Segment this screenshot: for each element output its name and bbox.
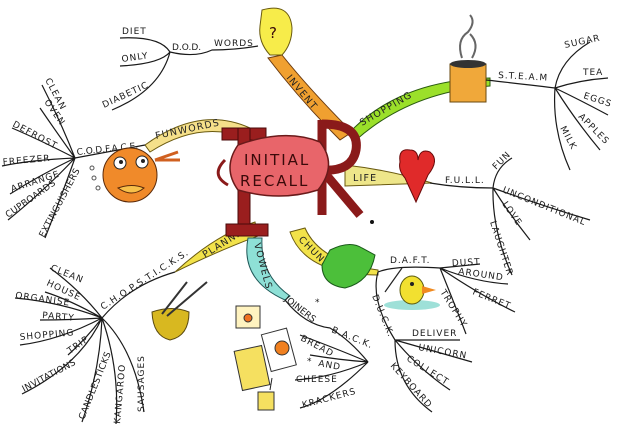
daft-label: D.A.F.T. [390,256,431,266]
codface-lines [1,84,146,239]
chopsticks-item: INVITATIONS [21,358,78,395]
chopsticks-label: C.H.O.P.S.T.I.C.K.S. [99,248,191,312]
funwords-label: FUNWORDS [154,117,221,141]
chopsticks-item: PARTY [42,311,75,324]
back-item: AND [317,359,341,373]
arrow-icon [384,267,403,293]
daft-item: DUST [452,258,481,269]
full-lines [429,157,591,276]
dod-words: WORDS [214,39,254,49]
chopsticks-item: SHOPPING [19,328,74,343]
dod-item: DIABETIC [101,81,151,111]
steam-lines [485,41,609,171]
steaming-cup-icon [449,14,487,103]
steam-item: SUGAR [564,34,602,51]
full-label: F.U.L.L. [445,176,485,186]
back-item: CHEESE [296,375,338,385]
dod-item: ONLY [121,51,149,65]
steam-item: MILK [557,125,578,152]
duck-item: UNICORN [417,343,467,361]
steam-item: EGGS [582,91,613,110]
chopsticks-item: SAUSAGES [137,355,147,412]
lightbulb-icon: ? [259,7,293,56]
green-blob-icon [321,244,376,289]
center-line2: RECALL [240,172,309,190]
dot-icon [370,220,374,224]
back-star: * [315,298,321,308]
back-lines [284,299,369,409]
full-item: FUN [491,150,513,172]
daft-duck-lines [375,263,516,413]
puzzle-pieces-icon [233,305,297,411]
codface-item: FREEZER [2,154,51,168]
back-star: * [307,357,313,367]
steam-item: TEA [582,68,603,78]
dod-lines [111,37,259,111]
daft-item: TROPHY [437,287,469,329]
back-label: B.A.C.K. [330,326,374,352]
dod-label: D.O.D. [172,43,201,53]
back-item: KRACKERS [301,387,357,411]
duck-label: D.U.C.K. [369,293,395,339]
joiners-label: JOINERS [281,294,317,325]
duck-icon [384,275,440,310]
full-item: LOVE [500,200,524,228]
central-topic: INITIAL RECALL [216,135,330,197]
life-label: LIFE [353,173,377,184]
face-icon [89,147,180,203]
center-line1: INITIAL [244,151,310,169]
chopsticks-item: CANDLESTICKS [78,350,114,421]
shopping-label: SHOPPING [358,90,415,129]
full-item: LAUGHTER [487,220,514,277]
chopsticks-lines [14,267,176,425]
question-mark: ? [269,24,279,42]
duck-item: DELIVER [412,329,457,339]
arrow-icon [216,158,229,187]
bowl-with-chopsticks-icon [151,281,208,341]
daft-item: FERRET [471,288,512,312]
vowels-branch [246,237,291,301]
steam-label: S.T.E.A.M [498,71,549,84]
heart-icon [399,149,435,204]
dod-item: DIET [122,27,147,37]
